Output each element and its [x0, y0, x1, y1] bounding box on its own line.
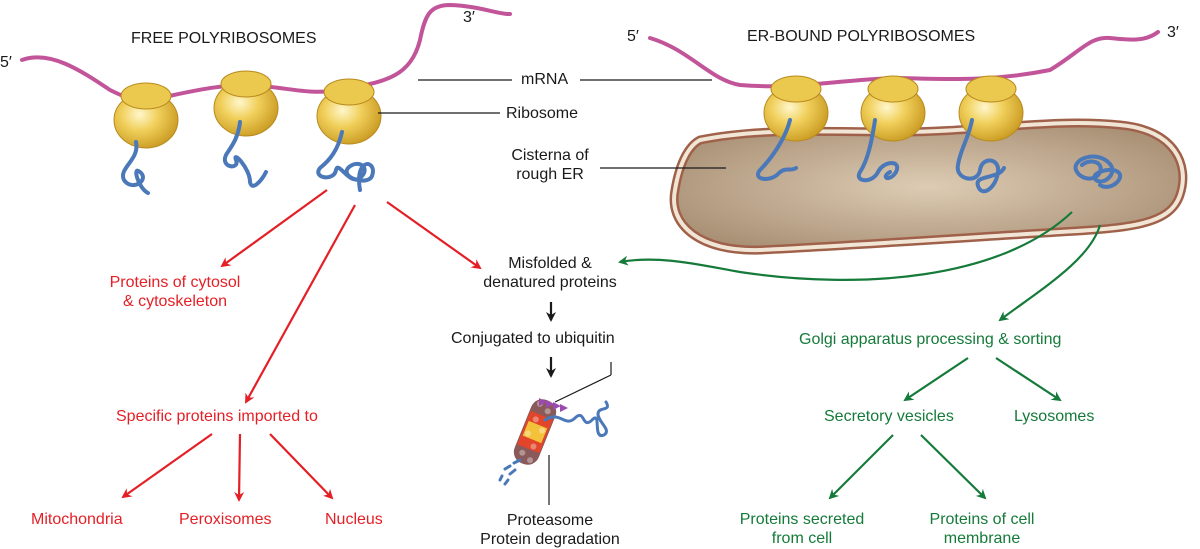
cisterna-line-1: Cisterna of: [511, 147, 589, 164]
cytosol-proteins-label: Proteins of cytosol & cytoskeleton: [90, 273, 260, 311]
secreted-proteins-label: Proteins secreted from cell: [722, 510, 882, 548]
cytosol-line-1: Proteins of cytosol: [109, 274, 241, 291]
nascent-polypeptides: [121, 118, 1122, 195]
polypeptide-chain: [222, 120, 268, 188]
misfolded-proteins-label: Misfolded & denatured proteins: [470, 254, 630, 292]
arrow-to-cytosol: [220, 189, 328, 268]
cytosol-line-2: & cytoskeleton: [122, 293, 228, 310]
er-mrna-strand: [648, 30, 1160, 89]
arrow-er-to-golgi: [998, 224, 1102, 322]
golgi-label: Golgi apparatus processing & sorting: [799, 331, 1062, 348]
polypeptide-chain: [1073, 154, 1122, 189]
membrane-line-2: membrane: [943, 530, 1021, 547]
secreted-line-1: Proteins secreted: [739, 511, 865, 528]
secretory-vesicles-label: Secretory vesicles: [824, 408, 954, 425]
imported-proteins-label: Specific proteins imported to: [116, 408, 318, 425]
peroxisomes-label: Peroxisomes: [179, 511, 272, 528]
proteasome-label: Proteasome Protein degradation: [460, 511, 640, 549]
free-mrna-strand: [20, 2, 512, 103]
membrane-proteins-label: Proteins of cell membrane: [912, 510, 1052, 548]
ribosome-group: [113, 70, 1024, 149]
secreted-line-2: from cell: [771, 530, 833, 547]
nucleus-label: Nucleus: [325, 511, 383, 528]
cisterna-callout-label: Cisterna of rough ER: [500, 146, 600, 184]
free-polyribosomes-title: FREE POLYRIBOSOMES: [131, 30, 317, 47]
mrna-callout-label: mRNA: [521, 71, 569, 88]
er-five-prime-label: 5′: [627, 28, 639, 45]
polypeptide-chain: [121, 140, 150, 195]
misfolded-line-1: Misfolded &: [508, 255, 592, 272]
cytosolic-arrows: [121, 189, 482, 502]
secretory-arrows: [618, 211, 1102, 500]
polypeptide-chain: [316, 130, 375, 192]
arrow-to-lysosomes: [995, 357, 1062, 402]
er-bound-polyribosomes-title: ER-BOUND POLYRIBOSOMES: [747, 28, 976, 45]
arrow-to-peroxisomes: [234, 433, 245, 502]
mitochondria-label: Mitochondria: [31, 511, 123, 528]
ribosome: [213, 70, 279, 137]
ribosome: [113, 82, 179, 149]
ribosome: [860, 75, 926, 142]
er-three-prime-label: 3′: [1167, 24, 1179, 41]
arrow-er-to-misfolded: [618, 211, 1073, 281]
proteasome-line-2: Protein degradation: [480, 531, 620, 548]
substrate-chain: [543, 400, 609, 437]
cisterna-line-2: rough ER: [516, 166, 584, 183]
ribosome: [763, 75, 829, 142]
arrow-to-misfolded: [386, 201, 482, 270]
ribosome: [958, 75, 1024, 142]
free-five-prime-label: 5′: [0, 54, 12, 71]
callout-lines: [378, 79, 726, 505]
misfolded-line-2: denatured proteins: [483, 274, 617, 291]
arrow-to-mitochondria: [121, 433, 213, 499]
polypeptide-chain: [856, 118, 900, 183]
arrow-to-secretory: [903, 357, 969, 402]
peptide-fragments: [498, 458, 522, 486]
ubiquitin-label: Conjugated to ubiquitin: [451, 330, 615, 347]
lysosomes-label: Lysosomes: [1014, 408, 1095, 425]
membrane-line-1: Proteins of cell: [929, 511, 1035, 528]
proteasome-line-1: Proteasome: [506, 512, 594, 529]
ribosome-callout-label: Ribosome: [506, 105, 579, 122]
ribosome: [316, 78, 382, 145]
arrow-to-nucleus: [269, 433, 334, 500]
ubiquitin-tags: [539, 398, 568, 412]
arrow-to-membrane: [920, 434, 987, 500]
arrow-to-secreted: [828, 434, 894, 500]
polypeptide-chain: [756, 118, 798, 181]
polypeptide-chain: [955, 118, 1006, 194]
free-three-prime-label: 3′: [463, 9, 475, 26]
arrow-to-imported: [245, 204, 356, 404]
proteasome-illustration: [498, 398, 609, 486]
